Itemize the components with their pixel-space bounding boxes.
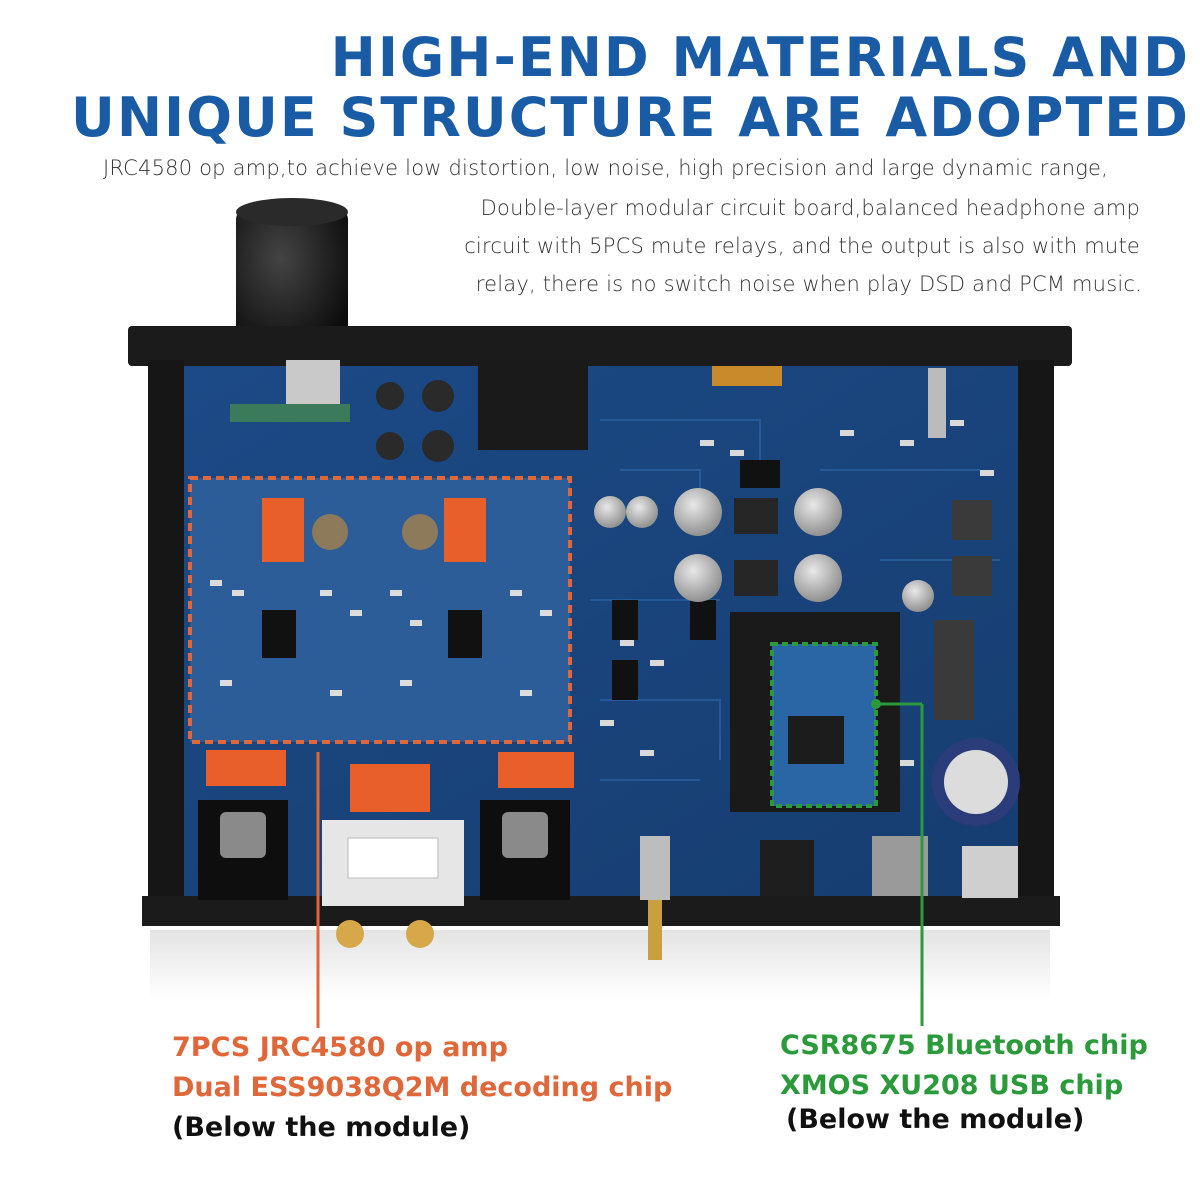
headline-line-2: UNIQUE STRUCTURE ARE ADOPTED — [70, 86, 1190, 149]
callout-right-line-2: XMOS XU208 USB chip — [780, 1070, 1124, 1101]
chassis — [128, 326, 1072, 1000]
callout-right-note: (Below the module) — [786, 1104, 1085, 1135]
callout-left-note: (Below the module) — [172, 1112, 471, 1143]
volume-knob — [236, 198, 348, 356]
description-line-4: relay, there is no switch noise when pla… — [475, 272, 1142, 296]
description-line-2: Double-layer modular circuit board,balan… — [480, 196, 1140, 220]
callout-left-line-1: 7PCS JRC4580 op amp — [172, 1032, 508, 1063]
description-line-3: circuit with 5PCS mute relays, and the o… — [464, 234, 1140, 258]
callout-right-line-1: CSR8675 Bluetooth chip — [780, 1030, 1148, 1061]
callout-left-line-2: Dual ESS9038Q2M decoding chip — [172, 1072, 673, 1103]
bluetooth-module — [730, 612, 974, 812]
output-relays — [206, 750, 574, 812]
description-line-1: JRC4580 op amp,to achieve low distortion… — [103, 156, 1108, 180]
op-amp-module — [188, 476, 572, 744]
main-capacitor — [932, 738, 1020, 826]
rear-connectors — [198, 800, 1018, 960]
headline-line-1: HIGH-END MATERIALS AND — [330, 26, 1190, 89]
